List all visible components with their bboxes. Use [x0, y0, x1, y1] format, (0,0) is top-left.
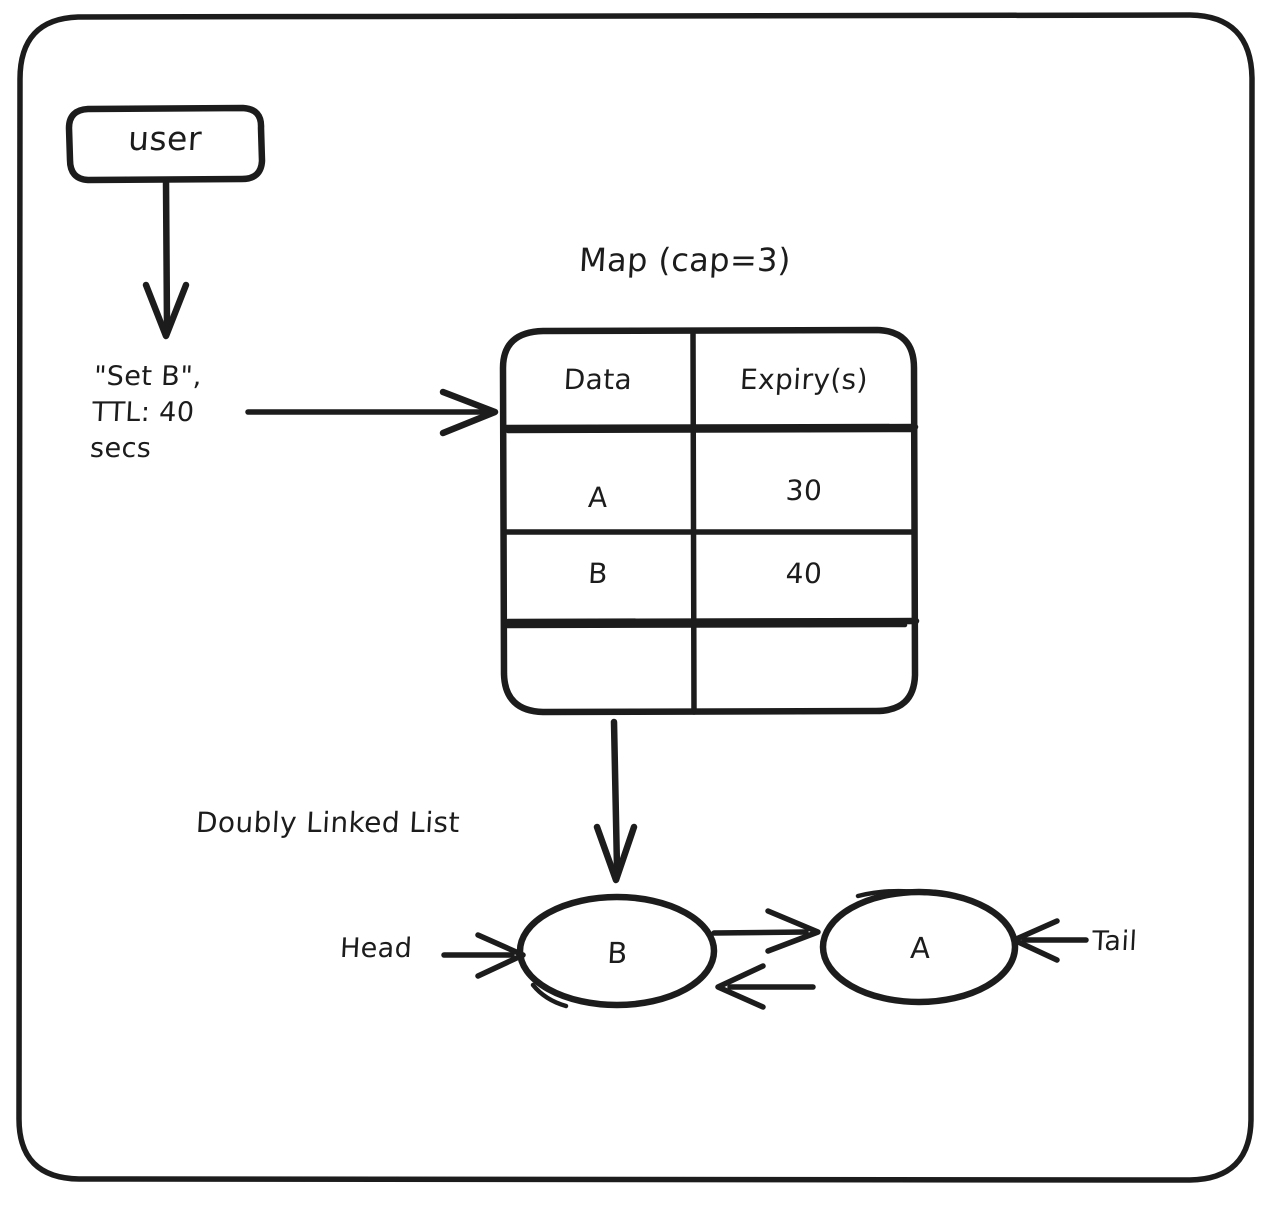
head-label: Head: [339, 933, 414, 964]
arrow-left-icon-a-to-b: [715, 963, 816, 1010]
table-cell-expiry: 40: [784, 557, 824, 590]
map-title: Map (cap=3): [578, 241, 792, 279]
user-box-label: user: [127, 119, 203, 158]
arrow-down-icon-user: [142, 177, 190, 340]
doubly-linked-list-label: Doubly Linked List: [195, 806, 461, 839]
arrow-right-icon-request: [245, 388, 499, 437]
map-table: [499, 326, 920, 716]
table-cell-expiry: 30: [784, 474, 824, 507]
list-node-a[interactable]: [819, 888, 1019, 1006]
arrow-right-icon-b-to-a: [711, 908, 821, 954]
table-cell-data: B: [587, 557, 609, 590]
arrow-right-icon-head: [441, 932, 526, 979]
table-column-header-data: Data: [562, 363, 634, 396]
outer-frame: [16, 12, 1255, 1183]
table-cell-data: A: [587, 481, 609, 514]
arrow-down-icon-map: [593, 718, 638, 884]
table-column-header-expiry: Expiry(s): [739, 363, 869, 396]
list-node-label-b: B: [606, 936, 629, 970]
user-box[interactable]: [65, 104, 266, 184]
list-node-label-a: A: [909, 931, 932, 965]
tail-label: Tail: [1091, 926, 1139, 957]
request-label: "Set B", TTL: 40 secs: [89, 361, 203, 464]
arrow-left-icon-tail: [1011, 918, 1089, 963]
